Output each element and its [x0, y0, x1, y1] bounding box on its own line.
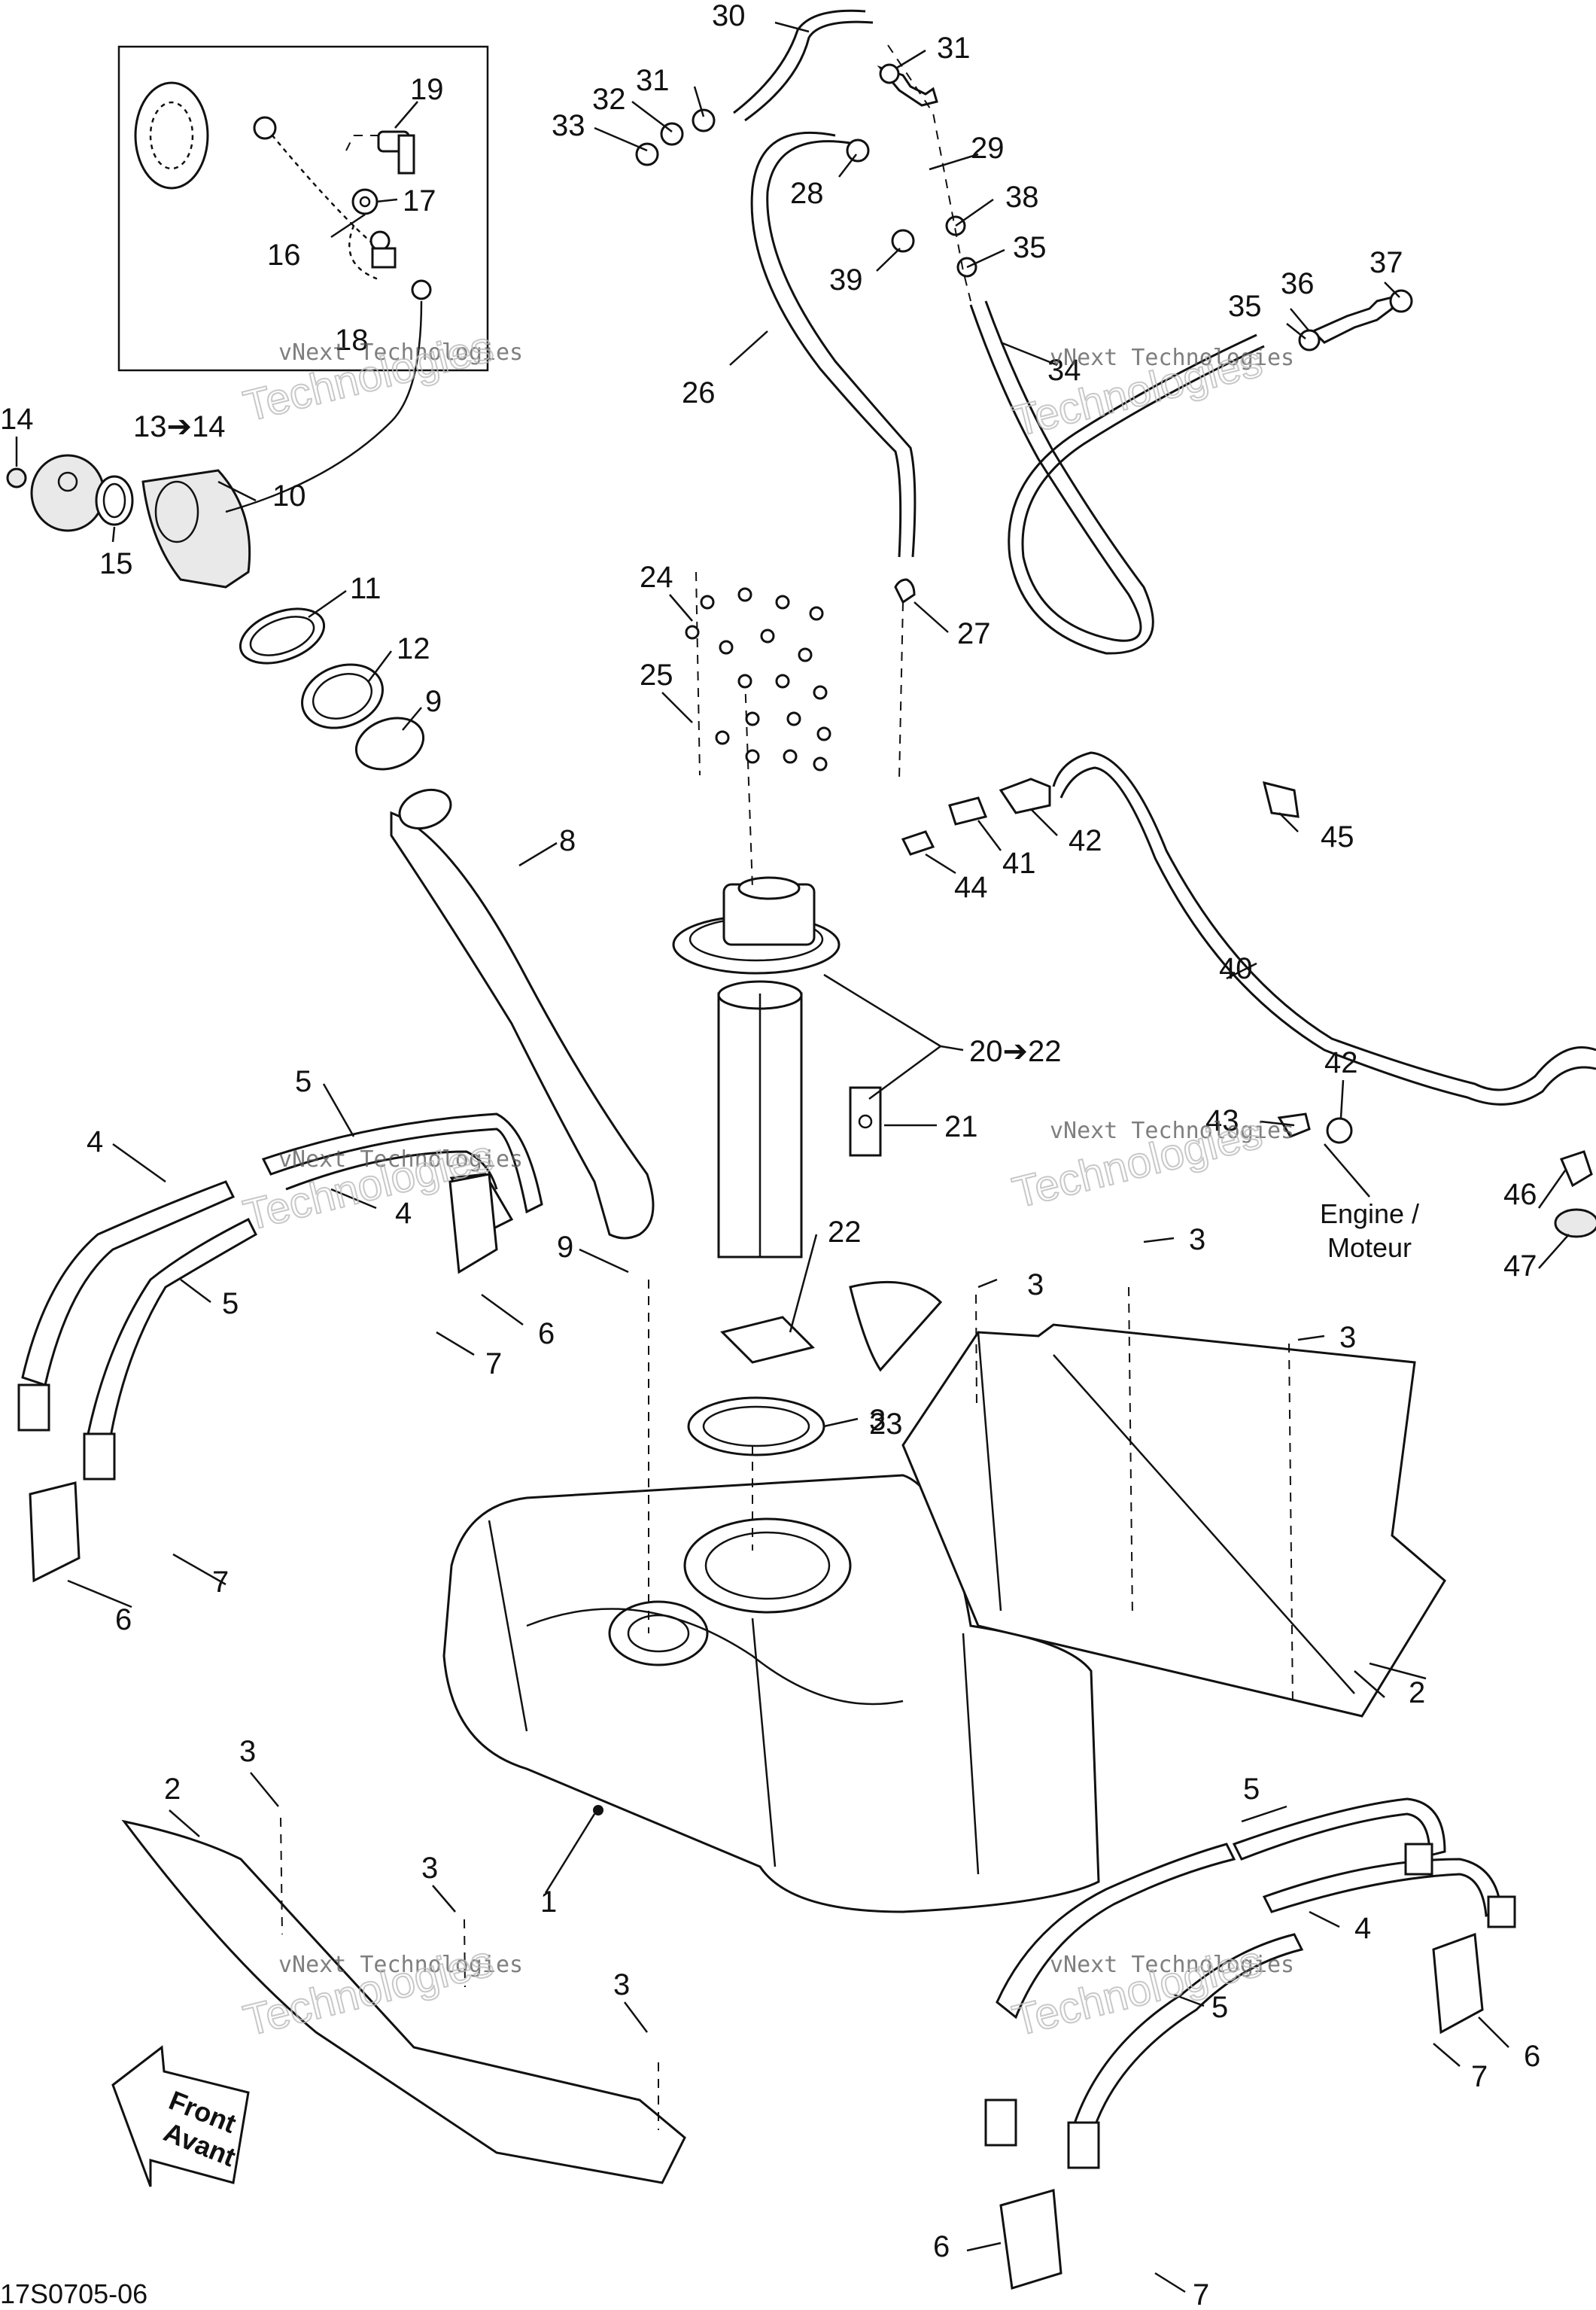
skid-shields — [121, 1286, 1446, 2184]
callout-23: 23 — [869, 1408, 903, 1441]
callout-1: 1 — [540, 1885, 557, 1919]
callout-35: 35 — [1013, 231, 1047, 264]
callout-40: 40 — [1219, 952, 1253, 985]
callout-12: 12 — [397, 632, 430, 665]
callout-42: 42 — [1069, 824, 1102, 857]
callout-4: 4 — [1354, 1912, 1371, 1945]
watermark-text: vNext Technologies — [1050, 1118, 1294, 1144]
callout-10: 10 — [272, 479, 306, 513]
callout-3: 3 — [613, 1968, 630, 2001]
callout-26: 26 — [682, 376, 716, 409]
engine-label-line1: Engine / — [1320, 1198, 1419, 1229]
callout-17: 17 — [403, 184, 436, 218]
callout-31: 31 — [937, 32, 971, 65]
callout-5: 5 — [295, 1065, 312, 1098]
figure-code: 17S0705-06 — [0, 2278, 147, 2309]
callout-39: 39 — [829, 263, 863, 297]
callout-41: 41 — [1002, 847, 1036, 880]
callout-38: 38 — [1005, 181, 1039, 214]
callout-6: 6 — [538, 1317, 555, 1350]
screw-grid — [685, 587, 831, 772]
watermark-text: vNext Technologies — [1050, 1952, 1294, 1978]
callout-3: 3 — [421, 1852, 438, 1885]
inset-fuel-cap-tether — [117, 45, 489, 372]
watermark-text: vNext Technologies — [278, 339, 523, 366]
callout-44: 44 — [954, 871, 988, 904]
callout-21: 21 — [944, 1110, 978, 1143]
engine-label-line2: Moteur — [1327, 1232, 1412, 1263]
callout-33: 33 — [552, 109, 585, 142]
watermark-outline: Technologies — [239, 322, 497, 431]
callout-4: 4 — [395, 1197, 412, 1230]
callout-6: 6 — [115, 1603, 132, 1636]
callout-3: 3 — [1189, 1223, 1205, 1256]
callout-2: 2 — [164, 1773, 181, 1806]
callout-2: 2 — [1409, 1676, 1425, 1709]
watermark-text: vNext Technologies — [278, 1952, 523, 1978]
fuel-tank — [442, 1280, 1100, 1913]
callout-3: 3 — [239, 1735, 256, 1768]
callout-3: 3 — [869, 1404, 886, 1437]
callout-46: 46 — [1503, 1178, 1537, 1211]
callout-5: 5 — [1211, 1991, 1228, 2024]
callout-16: 16 — [267, 239, 301, 272]
callout-45: 45 — [1321, 820, 1354, 854]
fuel-pump-module — [672, 571, 1596, 1456]
callout-18: 18 — [335, 324, 369, 357]
callout-8: 8 — [559, 824, 576, 857]
callout-36: 36 — [1281, 267, 1315, 300]
leader-lines — [15, 21, 1570, 2293]
callout-22: 22 — [828, 1216, 862, 1249]
callout-32: 32 — [592, 83, 626, 116]
callout-3: 3 — [1027, 1268, 1044, 1301]
watermark-text: vNext Technologies — [1050, 345, 1294, 371]
callout-19: 19 — [410, 73, 444, 106]
callout-15: 15 — [99, 547, 133, 580]
callout-4: 4 — [87, 1125, 103, 1158]
callout-37: 37 — [1370, 246, 1403, 279]
callout-43: 43 — [1205, 1104, 1239, 1137]
callout-24: 24 — [640, 561, 673, 594]
callout-7: 7 — [485, 1347, 502, 1380]
callout-29: 29 — [971, 132, 1005, 165]
watermark-text: vNext Technologies — [278, 1146, 523, 1173]
callout-9: 9 — [425, 685, 442, 718]
callout-11: 11 — [350, 572, 382, 605]
filler-assembly — [6, 300, 655, 1240]
callout-27: 27 — [957, 617, 991, 650]
callout-47: 47 — [1503, 1249, 1537, 1283]
callout-14: 14 — [0, 403, 34, 436]
callout-28: 28 — [790, 177, 824, 210]
callout-labels: 30 31 31 32 33 28 29 38 35 39 19 17 16 1… — [0, 0, 1540, 2310]
callout-7: 7 — [212, 1566, 229, 1599]
callout-25: 25 — [640, 659, 673, 692]
callout-31: 31 — [636, 64, 670, 97]
callout-5: 5 — [1243, 1773, 1260, 1806]
callout-5: 5 — [222, 1287, 239, 1320]
callout-34: 34 — [1047, 354, 1081, 387]
front-arrow — [111, 2045, 250, 2187]
callout-9: 9 — [557, 1231, 573, 1264]
callout-13-14: 13➔14 — [133, 410, 226, 443]
callout-3: 3 — [1339, 1321, 1356, 1354]
callout-20-22: 20➔22 — [969, 1035, 1062, 1068]
straps-brackets — [17, 1112, 1516, 2290]
callout-6: 6 — [1524, 2040, 1540, 2073]
callout-7: 7 — [1193, 2278, 1209, 2310]
callout-7: 7 — [1471, 2060, 1488, 2093]
callout-30: 30 — [712, 0, 746, 32]
callout-42: 42 — [1324, 1046, 1358, 1079]
callout-35: 35 — [1228, 290, 1262, 323]
callout-6: 6 — [933, 2230, 950, 2263]
